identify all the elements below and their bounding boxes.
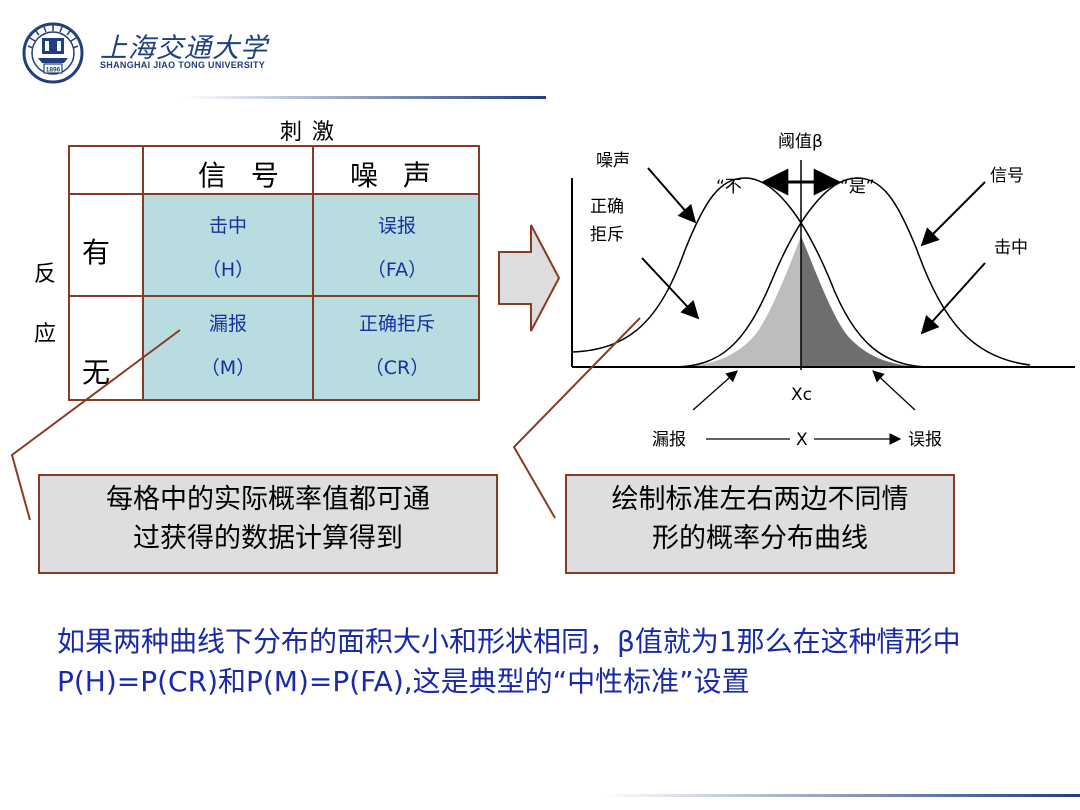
x-label: X	[796, 430, 808, 450]
signal-curve	[674, 177, 1031, 368]
cell-correct-rejection-label: 正确拒斥	[358, 313, 435, 335]
note-right-line1: 绘制标准左右两边不同情	[611, 484, 909, 515]
noise-pointer-arrow	[647, 167, 697, 224]
false-alarm-region	[801, 236, 925, 367]
col-header-signal: 信 号	[198, 159, 287, 192]
hit-pointer-arrow	[920, 262, 986, 335]
cell-miss-code: （M）	[200, 357, 256, 379]
noise-curve	[571, 177, 929, 368]
no-label: “不	[716, 177, 742, 197]
hit-label: 击中	[994, 238, 1028, 258]
logo-chinese-name: 上海交通大学	[100, 33, 268, 64]
cell-hit-label: 击中	[208, 215, 247, 237]
response-label-bottom: 应	[34, 322, 57, 347]
grid-line	[68, 295, 480, 297]
response-label-top: 反	[34, 262, 57, 287]
grid-line	[142, 145, 144, 401]
cell-correct-rejection-code: （CR）	[364, 357, 430, 379]
stimulus-label: 刺激	[280, 120, 345, 145]
signal-noise-distribution-diagram: 阈值β 噪声 “不 “是” 信号 正确 拒斥 击中 Xc 漏报 X 误报	[571, 132, 1075, 450]
logo-english-name: SHANGHAI JIAO TONG UNIVERSITY	[100, 60, 266, 70]
cell-hit-code: （H）	[201, 259, 255, 281]
xc-label: Xc	[791, 385, 812, 405]
explanation-paragraph: 如果两种曲线下分布的面积大小和形状相同，β值就为1那么在这种情形中P(H)=P(…	[57, 625, 961, 698]
footer-divider	[600, 794, 1080, 797]
false-alarm-label: 误报	[908, 430, 942, 450]
miss-pointer-arrow	[692, 370, 738, 411]
grid-line	[478, 145, 480, 401]
header-divider	[182, 96, 546, 99]
correct-rejection-pointer-arrow	[641, 257, 700, 320]
miss-label: 漏报	[652, 430, 686, 450]
note-left-line2: 过获得的数据计算得到	[133, 523, 403, 554]
grid-line	[312, 145, 314, 401]
correct-rejection-label-1: 正确	[590, 197, 624, 217]
false-alarm-pointer-arrow	[872, 370, 916, 411]
note-right-line2: 形的概率分布曲线	[652, 523, 868, 554]
row-header-yes: 有	[82, 236, 111, 269]
correct-rejection-label-2: 拒斥	[590, 225, 624, 245]
signal-detection-matrix: 信 号 噪 声 有 无 击中 （H） 误报 （FA） 漏报 （M） 正确拒斥 （…	[68, 145, 482, 401]
noise-label: 噪声	[596, 151, 630, 171]
emblem-year: 1896	[46, 67, 61, 74]
right-arrow-icon	[498, 224, 561, 332]
cell-fill-correct-rejection	[314, 297, 480, 399]
cell-fill-false-alarm	[314, 195, 480, 295]
threshold-label: 阈值β	[778, 132, 823, 152]
cell-false-alarm-label: 误报	[377, 215, 416, 237]
note-box-right: 绘制标准左右两边不同情 形的概率分布曲线	[565, 474, 955, 574]
col-header-noise: 噪 声	[350, 159, 439, 192]
grid-line	[68, 145, 480, 147]
miss-region	[675, 236, 801, 367]
cell-miss-label: 漏报	[208, 313, 247, 335]
note-left-line1: 每格中的实际概率值都可通	[106, 484, 430, 515]
yes-label: “是”	[840, 177, 875, 197]
university-emblem-icon: 1896	[22, 22, 84, 84]
grid-line	[68, 145, 70, 401]
signal-label: 信号	[990, 166, 1024, 186]
signal-pointer-arrow	[920, 181, 986, 247]
row-header-no: 无	[82, 356, 111, 389]
grid-line	[68, 399, 480, 401]
note-box-left: 每格中的实际概率值都可通 过获得的数据计算得到	[38, 474, 498, 574]
cell-false-alarm-code: （FA）	[366, 259, 428, 281]
grid-line	[68, 193, 480, 195]
cell-fill-hit	[144, 195, 312, 295]
